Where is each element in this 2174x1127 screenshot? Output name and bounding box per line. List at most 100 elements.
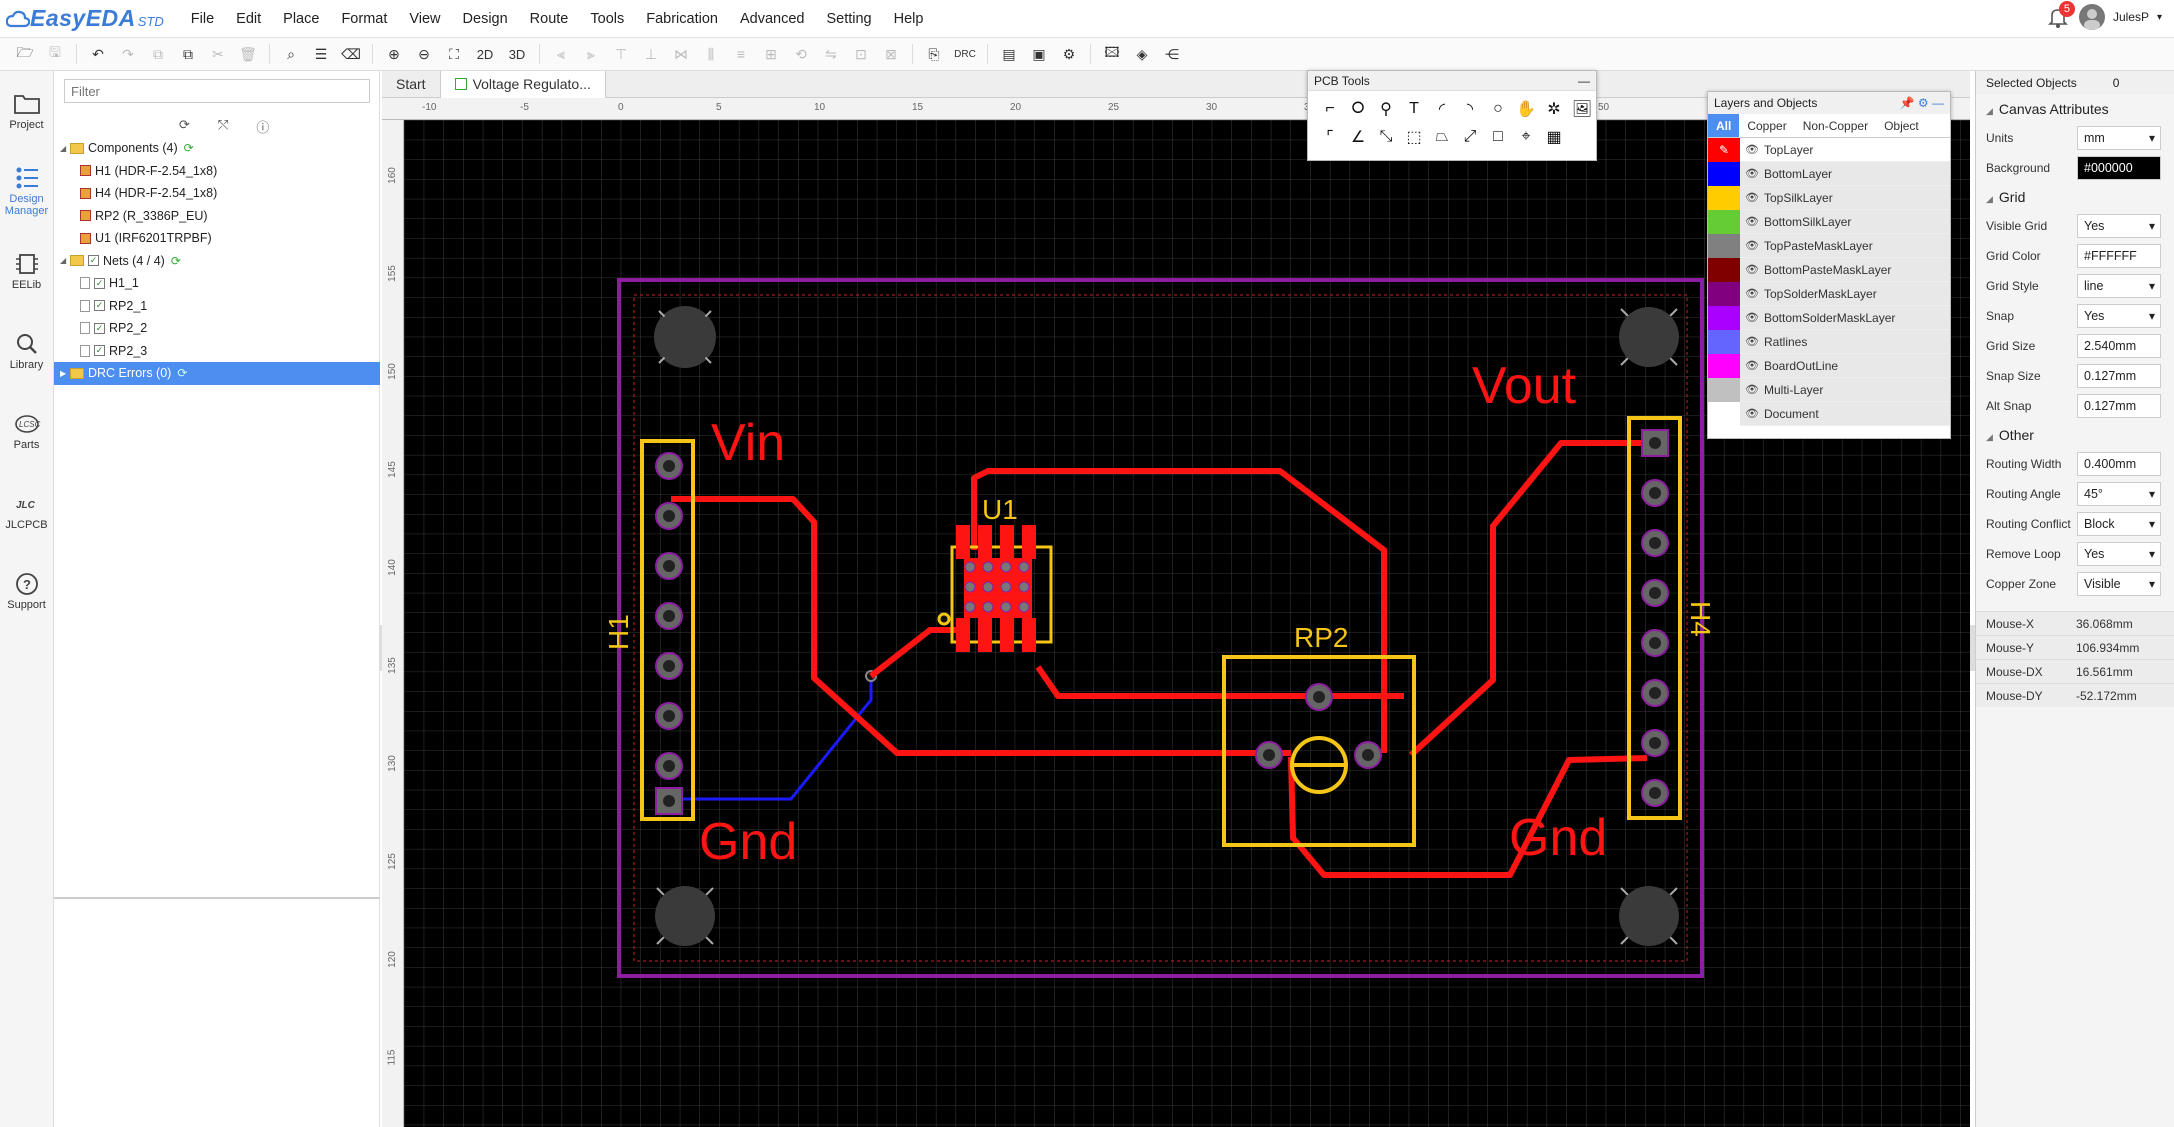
- mounting-hole[interactable]: [655, 886, 715, 946]
- menu-advanced[interactable]: Advanced: [739, 10, 805, 27]
- top-traces[interactable]: [671, 440, 1648, 878]
- find-icon[interactable]: ⌕: [287, 45, 295, 62]
- routing-conflict-select[interactable]: Block: [2077, 512, 2161, 536]
- expand-icon[interactable]: ◢: [60, 143, 67, 153]
- layer-color-swatch[interactable]: [1708, 209, 1740, 234]
- active-layer-pencil-icon[interactable]: ✎: [1708, 137, 1740, 162]
- menu-tools[interactable]: Tools: [590, 10, 625, 27]
- remove-loop-select[interactable]: Yes: [2077, 542, 2161, 566]
- canvas-attributes-section[interactable]: ◢Canvas Attributes: [1976, 95, 2174, 123]
- gerber-icon[interactable]: ▣: [1032, 45, 1046, 62]
- save-icon[interactable]: 🖫: [49, 44, 61, 60]
- header-h4[interactable]: [1627, 416, 1682, 820]
- copper-area-icon[interactable]: ⏢: [1435, 128, 1449, 145]
- view-3d-button[interactable]: 3D: [508, 46, 526, 62]
- distribute-v-icon[interactable]: ≡: [736, 46, 746, 62]
- menu-setting[interactable]: Setting: [826, 10, 872, 27]
- alt-snap-input[interactable]: 0.127mm: [2077, 394, 2161, 418]
- menu-format[interactable]: Format: [341, 10, 388, 27]
- sidebar-item-library[interactable]: Library: [0, 311, 53, 391]
- image-icon[interactable]: 🖼: [1571, 101, 1593, 118]
- align-right-icon[interactable]: ⫸: [587, 45, 595, 62]
- label-rp2[interactable]: RP2: [1294, 622, 1348, 653]
- sidebar-item-design-manager[interactable]: Design Manager: [0, 151, 53, 231]
- eye-icon[interactable]: 👁: [1745, 264, 1759, 276]
- layer-color-swatch[interactable]: [1708, 377, 1740, 402]
- grid-size-input[interactable]: 2.540mm: [2077, 334, 2161, 358]
- redo-icon[interactable]: ↷: [122, 45, 134, 62]
- mounting-hole[interactable]: [1619, 886, 1679, 946]
- zoom-in-icon[interactable]: ⊕: [388, 45, 400, 62]
- settings-icon[interactable]: ⚙: [1062, 45, 1076, 62]
- eye-icon[interactable]: 👁: [1745, 288, 1759, 300]
- import-icon[interactable]: ⎘: [928, 45, 940, 62]
- flip-icon[interactable]: ⇋: [825, 45, 837, 62]
- user-dropdown-icon[interactable]: ▾: [2156, 11, 2162, 23]
- label-gnd-left[interactable]: Gnd: [699, 813, 797, 871]
- menu-file[interactable]: File: [190, 10, 215, 27]
- distribute-h-icon[interactable]: ⫼: [707, 45, 715, 62]
- tree-net[interactable]: ✓RP2_3: [54, 340, 380, 363]
- checkbox-icon[interactable]: ✓: [94, 277, 105, 289]
- other-section[interactable]: ◢Other: [1976, 421, 2174, 449]
- eraser-icon[interactable]: ⌫: [341, 45, 361, 62]
- undo-icon[interactable]: ↶: [92, 45, 104, 62]
- filter-input[interactable]: [64, 79, 370, 103]
- eye-icon[interactable]: 👁: [1745, 192, 1759, 204]
- pan-icon[interactable]: ✋: [1516, 101, 1536, 118]
- label-vout[interactable]: Vout: [1472, 357, 1577, 415]
- routing-width-input[interactable]: 0.400mm: [2077, 452, 2161, 476]
- checkbox-icon[interactable]: ✓: [94, 300, 105, 312]
- tab-copper[interactable]: Copper: [1747, 119, 1787, 133]
- layers-icon[interactable]: ◈: [1136, 45, 1148, 62]
- group-icon[interactable]: ▦: [1546, 129, 1562, 146]
- arc-icon[interactable]: ◜: [1438, 101, 1446, 118]
- layer-row[interactable]: ✎👁TopLayer: [1708, 137, 1950, 162]
- bottom-trace[interactable]: [671, 676, 873, 801]
- eye-icon[interactable]: 👁: [1745, 240, 1759, 252]
- label-vin[interactable]: Vin: [711, 414, 785, 472]
- delete-icon[interactable]: 🗑: [239, 45, 257, 62]
- layer-color-swatch[interactable]: [1708, 329, 1740, 354]
- tab-start[interactable]: Start: [382, 71, 441, 98]
- user-name[interactable]: JulesP: [2112, 10, 2149, 24]
- expand-icon[interactable]: ◢: [60, 256, 67, 266]
- board-outline[interactable]: [617, 278, 1704, 978]
- eye-icon[interactable]: 👁: [1745, 336, 1759, 348]
- tree-net[interactable]: ✓RP2_1: [54, 295, 380, 318]
- tab-non-copper[interactable]: Non-Copper: [1802, 119, 1869, 133]
- copy-icon[interactable]: ⧉: [153, 45, 163, 62]
- eye-icon[interactable]: 👁: [1745, 360, 1759, 372]
- hole-icon[interactable]: ⬚: [1406, 129, 1422, 146]
- image-icon[interactable]: 🖾: [1104, 44, 1120, 60]
- minimize-icon[interactable]: —: [1578, 74, 1590, 88]
- sidebar-item-project[interactable]: Project: [0, 71, 53, 151]
- fit-view-icon[interactable]: ⛶: [449, 45, 459, 62]
- label-h1[interactable]: H1: [603, 614, 634, 650]
- grid-style-select[interactable]: line: [2077, 274, 2161, 298]
- tree-component[interactable]: RP2 (R_3386P_EU): [54, 205, 380, 228]
- tab-object[interactable]: Object: [1884, 119, 1919, 133]
- connect-pad-icon[interactable]: ✲: [1547, 101, 1561, 118]
- rect-icon[interactable]: □: [1493, 128, 1503, 145]
- angle-icon[interactable]: ∠: [1350, 129, 1366, 146]
- eye-icon[interactable]: 👁: [1745, 168, 1759, 180]
- align-left-icon[interactable]: ⫷: [557, 45, 565, 62]
- pad-icon[interactable]: ⭘: [1351, 100, 1365, 117]
- ungroup-icon[interactable]: ⊠: [885, 45, 897, 62]
- canvas-origin-icon[interactable]: ⌖: [1521, 128, 1531, 145]
- layer-color-swatch[interactable]: [1708, 401, 1740, 426]
- label-u1[interactable]: U1: [982, 494, 1018, 525]
- tree-nets-node[interactable]: ◢✓ Nets (4 / 4)⟳: [54, 250, 380, 273]
- refresh-icon[interactable]: ⟳: [170, 253, 181, 268]
- find-similar-icon[interactable]: ☰: [314, 45, 328, 62]
- eye-icon[interactable]: 👁: [1745, 216, 1759, 228]
- tree-net[interactable]: ✓RP2_2: [54, 317, 380, 340]
- menu-place[interactable]: Place: [283, 10, 320, 27]
- rotate-icon[interactable]: ⟲: [795, 45, 807, 62]
- notification-bell[interactable]: 5: [2045, 1, 2075, 30]
- layer-color-swatch[interactable]: [1708, 353, 1740, 378]
- sidebar-item-support[interactable]: ? Support: [0, 551, 53, 631]
- duplicate-icon[interactable]: ⧉: [183, 45, 193, 62]
- menu-route[interactable]: Route: [529, 10, 569, 27]
